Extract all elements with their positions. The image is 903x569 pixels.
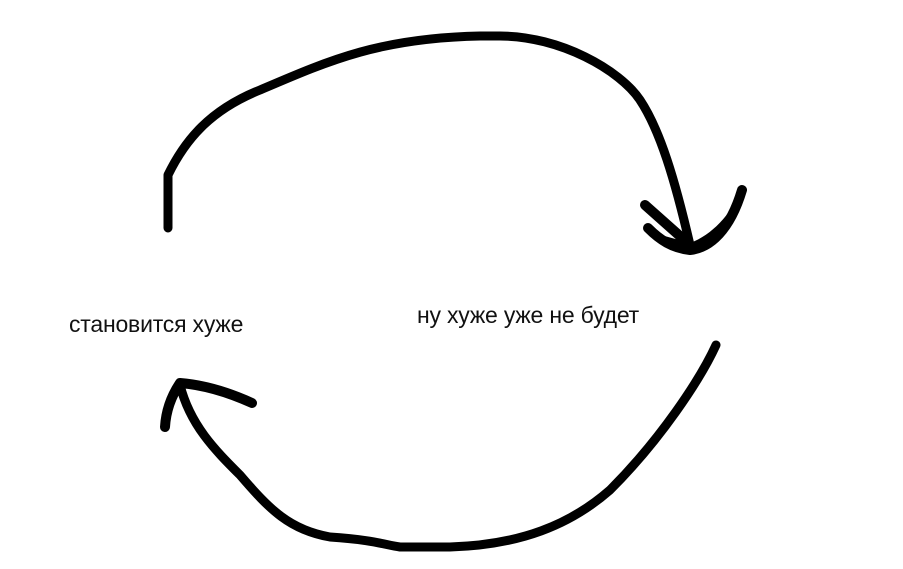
upper-arrow [163,31,747,255]
lower-arc-line [175,340,721,552]
lower-arrow [160,340,721,552]
node-label-gets-worse: становится хуже [69,311,244,337]
upper-arrowhead-fill [650,190,742,252]
upper-arc-line [163,31,695,250]
node-label-cant-get-worse: ну хуже уже не будет [417,302,640,328]
lower-arrowhead-icon [160,378,257,432]
